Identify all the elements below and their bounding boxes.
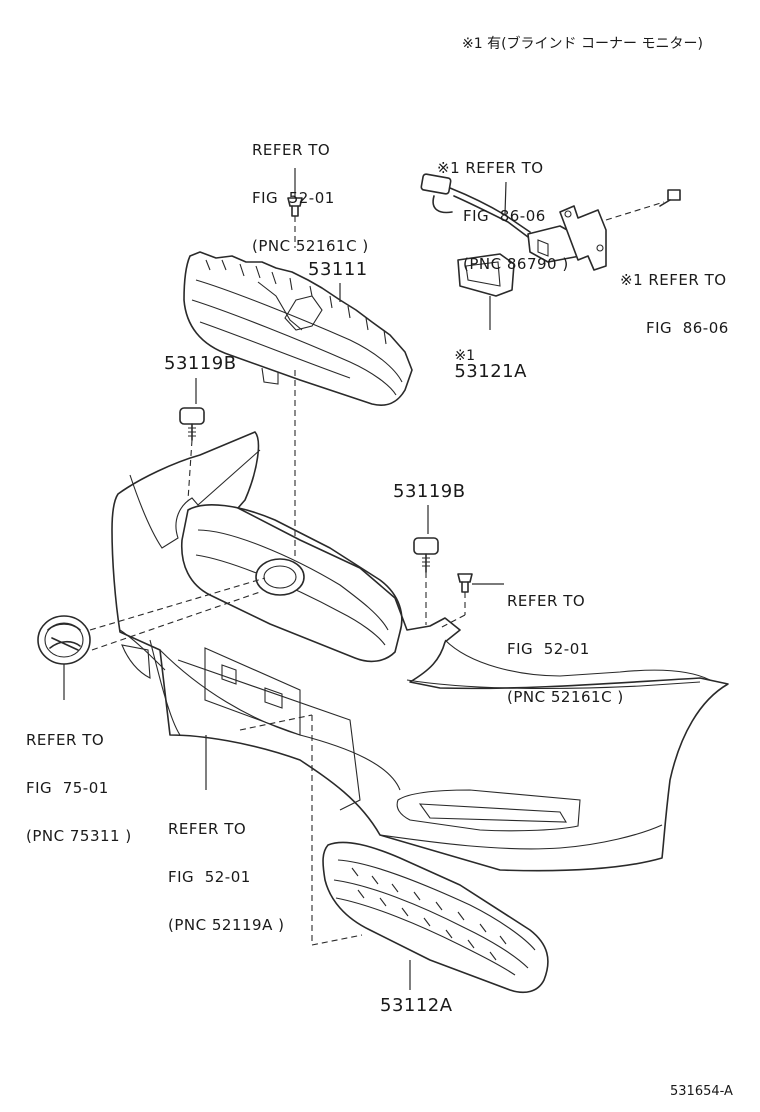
ref-emblem: REFER TO FIG 75-01 (PNC 75311 ) — [26, 700, 132, 876]
ref-sensor-bracket-line1: ※1 REFER TO — [620, 271, 727, 289]
ref-sensor-bracket: ※1 REFER TO FIG 86-06 — [620, 240, 729, 368]
ref-bumper: REFER TO FIG 52-01 (PNC 52119A ) — [168, 789, 284, 965]
ref-clip-top-line2: FIG 52-01 — [252, 189, 335, 207]
header-note: ※1 有(ブラインド コーナー モニター) — [462, 36, 703, 52]
part-number-lower-grille: 53112A — [380, 995, 453, 1016]
part-number-cap-left: 53119B — [164, 353, 237, 374]
part-number-cap-right: 53119B — [393, 481, 466, 502]
sensor-harness — [420, 173, 681, 271]
ref-clip-top-line1: REFER TO — [252, 141, 331, 159]
lower-grille — [322, 841, 549, 994]
leader-lines — [63, 216, 504, 990]
ref-clip-right-line1: REFER TO — [507, 592, 586, 610]
cap-right — [413, 537, 439, 573]
ref-sensor-harness-line2: FIG 86-06 — [463, 207, 546, 225]
part-number-upper-grille: 53111 — [308, 259, 368, 280]
clip-right — [457, 573, 473, 593]
sensor-cover-note: ※1 — [454, 348, 475, 364]
ref-clip-right-line3: (PNC 52161C ) — [507, 688, 624, 706]
sensor-cover-label: ※1 53121A — [434, 331, 527, 396]
sensor-cover — [457, 253, 515, 330]
ref-clip-right-line2: FIG 52-01 — [507, 640, 590, 658]
front-bumper-cover — [111, 431, 729, 872]
clip-top — [287, 168, 303, 217]
ref-sensor-harness: ※1 REFER TO FIG 86-06 (PNC 86790 ) — [437, 128, 569, 304]
ref-bumper-line2: FIG 52-01 — [168, 868, 251, 886]
diagram-code: 531654-A — [670, 1084, 733, 1099]
ref-emblem-line3: (PNC 75311 ) — [26, 827, 132, 845]
ref-clip-right: REFER TO FIG 52-01 (PNC 52161C ) — [507, 561, 624, 737]
bumper-grille-opening — [180, 504, 403, 663]
ref-clip-top: REFER TO FIG 52-01 (PNC 52161C ) — [252, 110, 369, 286]
ref-bumper-line3: (PNC 52119A ) — [168, 916, 285, 934]
ref-bumper-line1: REFER TO — [168, 820, 247, 838]
ref-sensor-bracket-line2: FIG 86-06 — [646, 319, 729, 337]
part-number-sensor-cover: 53121A — [454, 361, 527, 382]
ref-emblem-line2: FIG 75-01 — [26, 779, 109, 797]
ref-emblem-line1: REFER TO — [26, 731, 105, 749]
ref-sensor-harness-line3: (PNC 86790 ) — [463, 255, 569, 273]
ref-sensor-harness-line1: ※1 REFER TO — [437, 159, 544, 177]
ref-clip-top-line3: (PNC 52161C ) — [252, 237, 369, 255]
upper-grille — [183, 251, 413, 406]
cap-left — [179, 407, 205, 441]
emblem — [37, 615, 91, 665]
